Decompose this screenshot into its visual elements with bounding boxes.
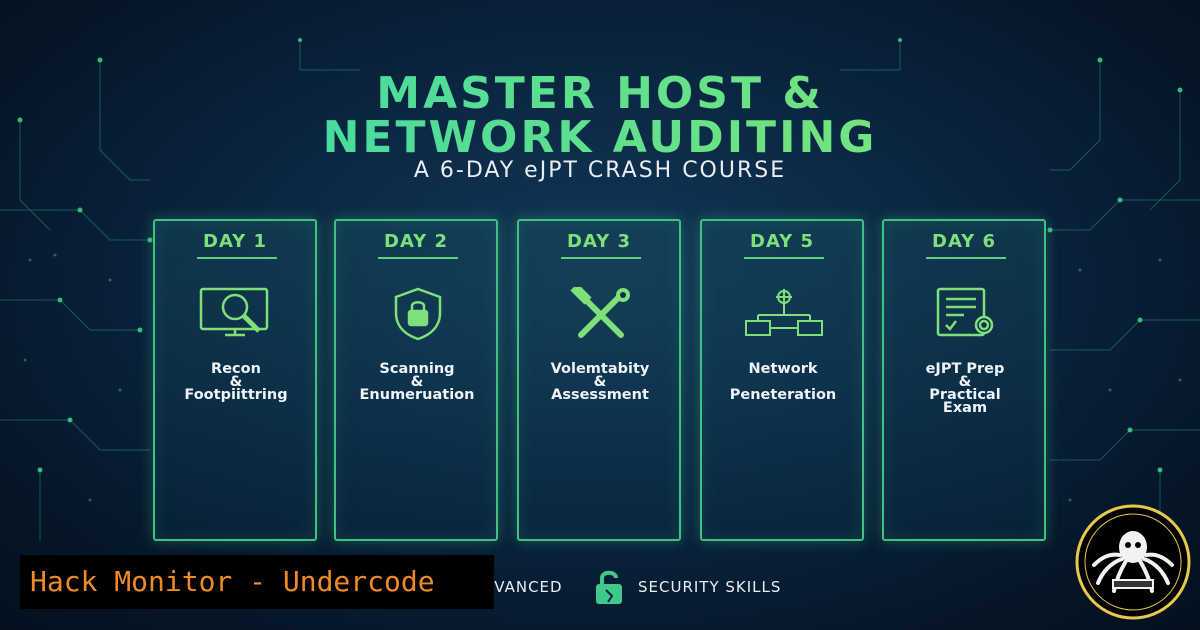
unlock-icon xyxy=(596,570,622,604)
course-day-card: DAY 5 Network Peneteration xyxy=(700,219,864,541)
day-label: DAY 2 xyxy=(384,231,448,252)
skills-tagline: DVANCED SECURITY SKILLS xyxy=(470,570,850,604)
network-nodes-icon xyxy=(745,289,823,336)
topic-label: Network Peneteration xyxy=(729,361,837,403)
course-day-card: DAY 6 eJPT Prep & Practical Exam xyxy=(882,219,1046,541)
octopus-emblem-logo xyxy=(1075,504,1191,620)
wrench-hammer-icon xyxy=(570,287,630,338)
day-underline xyxy=(197,257,277,259)
topic-label: Recon & Footpiittring xyxy=(184,361,288,403)
page-subtitle: A 6-DAY eJPT CRASH COURSE xyxy=(413,158,787,183)
shield-lock-icon xyxy=(394,287,442,341)
topic-label: eJPT Prep & Practical Exam xyxy=(925,361,1005,416)
skills-right-text: SECURITY SKILLS xyxy=(638,578,782,596)
course-day-card: DAY 1 Recon & Footpiittring xyxy=(153,219,317,541)
page-title-line2: NETWORK AUDITING xyxy=(0,112,1200,163)
course-day-card: DAY 3 Volemtabity & Assessment xyxy=(517,219,681,541)
skills-left-text: DVANCED xyxy=(482,578,563,596)
day-label: DAY 6 xyxy=(932,231,996,252)
course-day-card: DAY 2 Scanning & Enumeruation xyxy=(334,219,498,541)
monitor-magnifier-icon xyxy=(199,287,269,337)
brand-banner: Hack Monitor - Undercode xyxy=(20,555,494,609)
day-underline xyxy=(744,257,824,259)
day-underline xyxy=(378,257,458,259)
topic-label: Scanning & Enumeruation xyxy=(359,361,475,403)
topic-label: Volemtabity & Assessment xyxy=(550,361,650,403)
certificate-icon xyxy=(936,287,994,337)
day-underline xyxy=(561,257,641,259)
page-title-line1: MASTER HOST & xyxy=(0,68,1200,119)
day-label: DAY 1 xyxy=(203,231,267,252)
day-label: DAY 3 xyxy=(567,231,631,252)
day-underline xyxy=(926,257,1006,259)
day-label: DAY 5 xyxy=(750,231,814,252)
